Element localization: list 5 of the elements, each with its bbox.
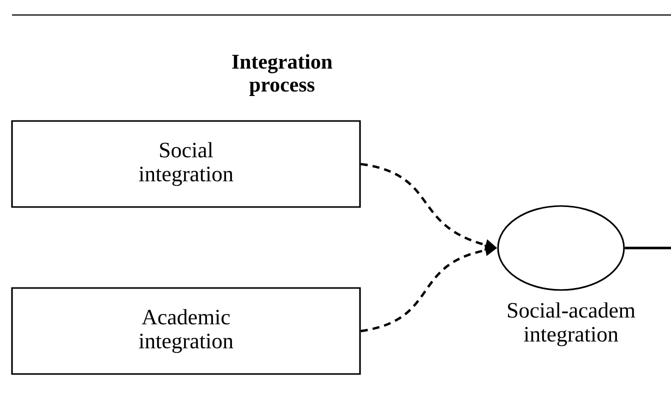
node-caption: Social-academ integration (508, 302, 636, 346)
circle-node (497, 205, 625, 291)
process-box: Academic integration (11, 287, 361, 375)
title: Integration process (232, 54, 332, 96)
process-box: Social integration (11, 120, 361, 208)
